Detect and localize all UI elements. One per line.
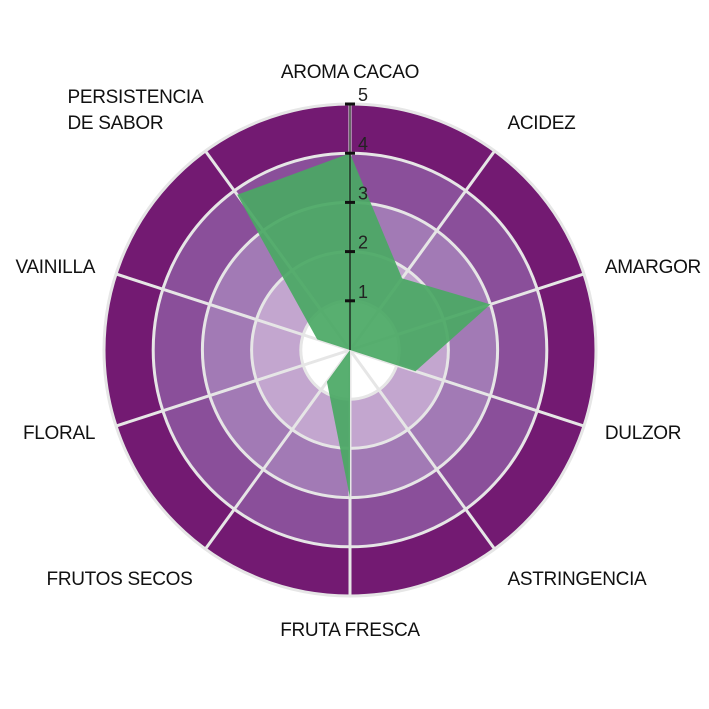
axis-label-1: AROMA CACAO xyxy=(281,62,419,83)
spoke-7 xyxy=(204,349,352,550)
axis-label-7: FRUTOS SECOS xyxy=(47,569,193,590)
tick-label-2: 2 xyxy=(358,233,368,253)
series-area-1 xyxy=(237,153,491,498)
axis-label-8: FLORAL xyxy=(23,423,95,444)
axis-label-6: FRUTA FRESCA xyxy=(280,620,420,641)
tick-label-4: 4 xyxy=(358,134,368,154)
axis-label-line: VAINILLA xyxy=(15,257,95,278)
tick-label-5: 5 xyxy=(358,85,368,105)
tick-label-3: 3 xyxy=(358,183,368,203)
axis-label-3: AMARGOR xyxy=(605,257,701,278)
axis-label-9: VAINILLA xyxy=(15,257,95,278)
axis-label-line: AMARGOR xyxy=(605,257,701,278)
axis-label-line: DULZOR xyxy=(605,423,681,444)
axis-label-line: FRUTOS SECOS xyxy=(47,569,193,590)
axis-label-line: FLORAL xyxy=(23,423,95,444)
axis-label-4: DULZOR xyxy=(605,423,681,444)
tick-label-1: 1 xyxy=(358,282,368,302)
axis-label-line: FRUTA FRESCA xyxy=(280,620,420,641)
axis-label-line: AROMA CACAO xyxy=(281,62,419,83)
axis-label-line: ACIDEZ xyxy=(508,113,577,134)
axis-label-5: ASTRINGENCIA xyxy=(508,569,648,590)
spoke-5 xyxy=(348,349,496,550)
spoke-9 xyxy=(115,272,351,352)
category-labels: AROMA CACAO ACIDEZ AMARGOR DULZOR ASTRINGENC… xyxy=(15,62,701,641)
axis-label-line: DE SABOR xyxy=(68,113,164,134)
radial-axis: 1 2 3 4 5 xyxy=(345,85,368,350)
axis-label-line: ASTRINGENCIA xyxy=(508,569,648,590)
spoke-8 xyxy=(115,348,351,428)
axis-label-2: ACIDEZ xyxy=(508,113,577,134)
axis-label-10: PERSISTENCIA DE SABOR xyxy=(68,87,204,134)
axis-label-line: PERSISTENCIA xyxy=(68,87,204,108)
